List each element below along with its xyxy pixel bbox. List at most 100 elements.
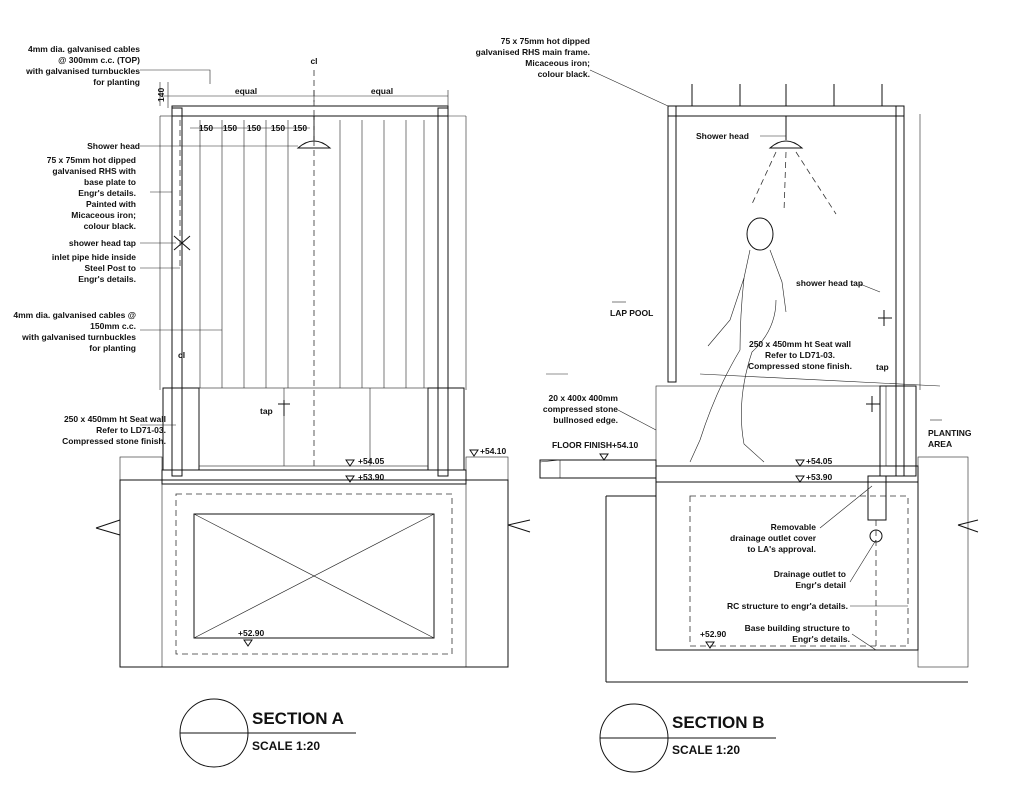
svg-text:for planting: for planting xyxy=(89,343,136,353)
base-structure-a xyxy=(119,479,509,668)
dim-150-5: 150 xyxy=(293,123,307,133)
svg-text:galvanised RHS main frame.: galvanised RHS main frame. xyxy=(476,47,590,57)
soil-right-a xyxy=(465,456,509,668)
label-tap-b: tap xyxy=(876,362,889,372)
svg-text:Engr's details.: Engr's details. xyxy=(792,634,850,644)
level-5390-a: +53.90 xyxy=(358,472,385,482)
section-a-annotations: 4mm dia. galvanised cables @ 300mm c.c. … xyxy=(13,44,507,768)
svg-text:drainage outlet cover: drainage outlet cover xyxy=(730,533,817,543)
seat-wall-right-a xyxy=(427,387,465,471)
rc-structure-outline-a xyxy=(175,493,453,655)
dim-equal-1: equal xyxy=(235,86,257,96)
level-5390-b: +53.90 xyxy=(806,472,833,482)
shower-head-tap-b xyxy=(878,310,892,326)
label-shower-head-a: Shower head xyxy=(87,141,140,151)
soil-left-a xyxy=(119,456,163,668)
svg-text:with galvanised turnbuckles: with galvanised turnbuckles xyxy=(25,66,140,76)
label-cables-mid: 4mm dia. galvanised cables @ xyxy=(13,310,136,320)
drainage-outlet xyxy=(867,475,887,521)
label-floor-finish: FLOOR FINISH+54.10 xyxy=(552,440,638,450)
dim-equal-2: equal xyxy=(371,86,393,96)
floor-slab-a xyxy=(161,469,467,485)
svg-text:base plate to: base plate to xyxy=(84,177,136,187)
seat-wall-left-a xyxy=(162,387,200,471)
base-structure-b xyxy=(655,481,919,651)
svg-text:Compressed stone finish.: Compressed stone finish. xyxy=(748,361,852,371)
svg-text:for planting: for planting xyxy=(93,77,140,87)
dim-140: 140 xyxy=(156,88,166,102)
svg-text:Painted with: Painted with xyxy=(86,199,136,209)
section-a-title: SECTION A xyxy=(252,709,344,728)
dim-150-3: 150 xyxy=(247,123,261,133)
section-b xyxy=(539,69,979,683)
dim-150-4: 150 xyxy=(271,123,285,133)
label-base-structure: Base building structure to xyxy=(745,623,850,633)
svg-text:colour black.: colour black. xyxy=(84,221,136,231)
section-b-title: SECTION B xyxy=(672,713,765,732)
section-a xyxy=(95,69,531,668)
label-lap-pool: LAP POOL xyxy=(610,308,653,318)
label-cl-top: cl xyxy=(310,56,317,66)
label-seat-wall-b: 250 x 450mm ht Seat wall xyxy=(749,339,851,349)
section-b-scale: SCALE 1:20 xyxy=(672,743,740,757)
dim-150-2: 150 xyxy=(223,123,237,133)
level-5405-b: +54.05 xyxy=(806,456,833,466)
rc-structure-outline-b xyxy=(689,495,909,647)
svg-text:Engr's details.: Engr's details. xyxy=(78,188,136,198)
soil-right-b xyxy=(917,456,969,668)
label-shower-head-b: Shower head xyxy=(696,131,749,141)
svg-text:150mm c.c.: 150mm c.c. xyxy=(90,321,136,331)
human-figure xyxy=(689,217,787,463)
label-planting-area: PLANTING xyxy=(928,428,972,438)
seat-wall-back-a xyxy=(198,387,429,467)
svg-text:to LA's approval.: to LA's approval. xyxy=(747,544,816,554)
section-b-annotations: 75 x 75mm hot dipped galvanised RHS main… xyxy=(476,36,972,773)
label-main-frame: 75 x 75mm hot dipped xyxy=(501,36,590,46)
svg-text:colour black.: colour black. xyxy=(538,69,590,79)
label-inlet-pipe: inlet pipe hide inside xyxy=(52,252,136,262)
level-5405-a: +54.05 xyxy=(358,456,385,466)
label-rc-structure: RC structure to engr'a details. xyxy=(727,601,848,611)
svg-text:Steel Post to: Steel Post to xyxy=(85,263,136,273)
dim-150-1: 150 xyxy=(199,123,213,133)
svg-text:Engr's detail: Engr's detail xyxy=(795,580,846,590)
tap-a xyxy=(278,400,290,416)
svg-text:Refer to LD71-03.: Refer to LD71-03. xyxy=(96,425,166,435)
label-drain-cover: Removable xyxy=(771,522,817,532)
seat-wall-b xyxy=(655,385,887,467)
turnbuckles-b xyxy=(691,84,883,106)
level-5290-b: +52.90 xyxy=(700,629,727,639)
label-shower-head-tap-b: shower head tap xyxy=(796,278,863,288)
svg-text:Micaceous iron;: Micaceous iron; xyxy=(71,210,136,220)
svg-text:with galvanised turnbuckles: with galvanised turnbuckles xyxy=(21,332,136,342)
shower-head-tap-a xyxy=(173,235,191,251)
label-tap-a: tap xyxy=(260,406,273,416)
svg-text:Refer to LD71-03.: Refer to LD71-03. xyxy=(765,350,835,360)
label-rhs-post: 75 x 75mm hot dipped xyxy=(47,155,136,165)
steel-post-left-a xyxy=(171,107,183,477)
svg-text:bullnosed edge.: bullnosed edge. xyxy=(553,415,618,425)
planter-wall-b xyxy=(879,385,917,477)
shower-head-b xyxy=(751,116,837,215)
level-5410-a: +54.10 xyxy=(480,446,507,456)
svg-text:@ 300mm c.c. (TOP): @ 300mm c.c. (TOP) xyxy=(58,55,140,65)
pool-edge-slab xyxy=(539,459,657,479)
svg-text:Engr's details.: Engr's details. xyxy=(78,274,136,284)
svg-text:AREA: AREA xyxy=(928,439,952,449)
steel-post-right-b xyxy=(895,105,905,477)
label-seat-wall-a: 250 x 450mm ht Seat wall xyxy=(64,414,166,424)
steel-post-right-a xyxy=(437,107,449,477)
main-frame-top-b xyxy=(667,105,905,117)
floor-slab-b xyxy=(655,465,919,483)
section-a-scale: SCALE 1:20 xyxy=(252,739,320,753)
label-cables-top: 4mm dia. galvanised cables xyxy=(28,44,140,54)
svg-text:galvanised RHS with: galvanised RHS with xyxy=(52,166,136,176)
svg-text:compressed stone: compressed stone xyxy=(543,404,618,414)
planting-cables-a xyxy=(199,120,425,388)
level-5290-a: +52.90 xyxy=(238,628,265,638)
svg-text:Micaceous iron;: Micaceous iron; xyxy=(525,58,590,68)
steel-post-left-b xyxy=(667,105,677,383)
svg-text:Compressed stone finish.: Compressed stone finish. xyxy=(62,436,166,446)
tap-b xyxy=(866,396,880,412)
